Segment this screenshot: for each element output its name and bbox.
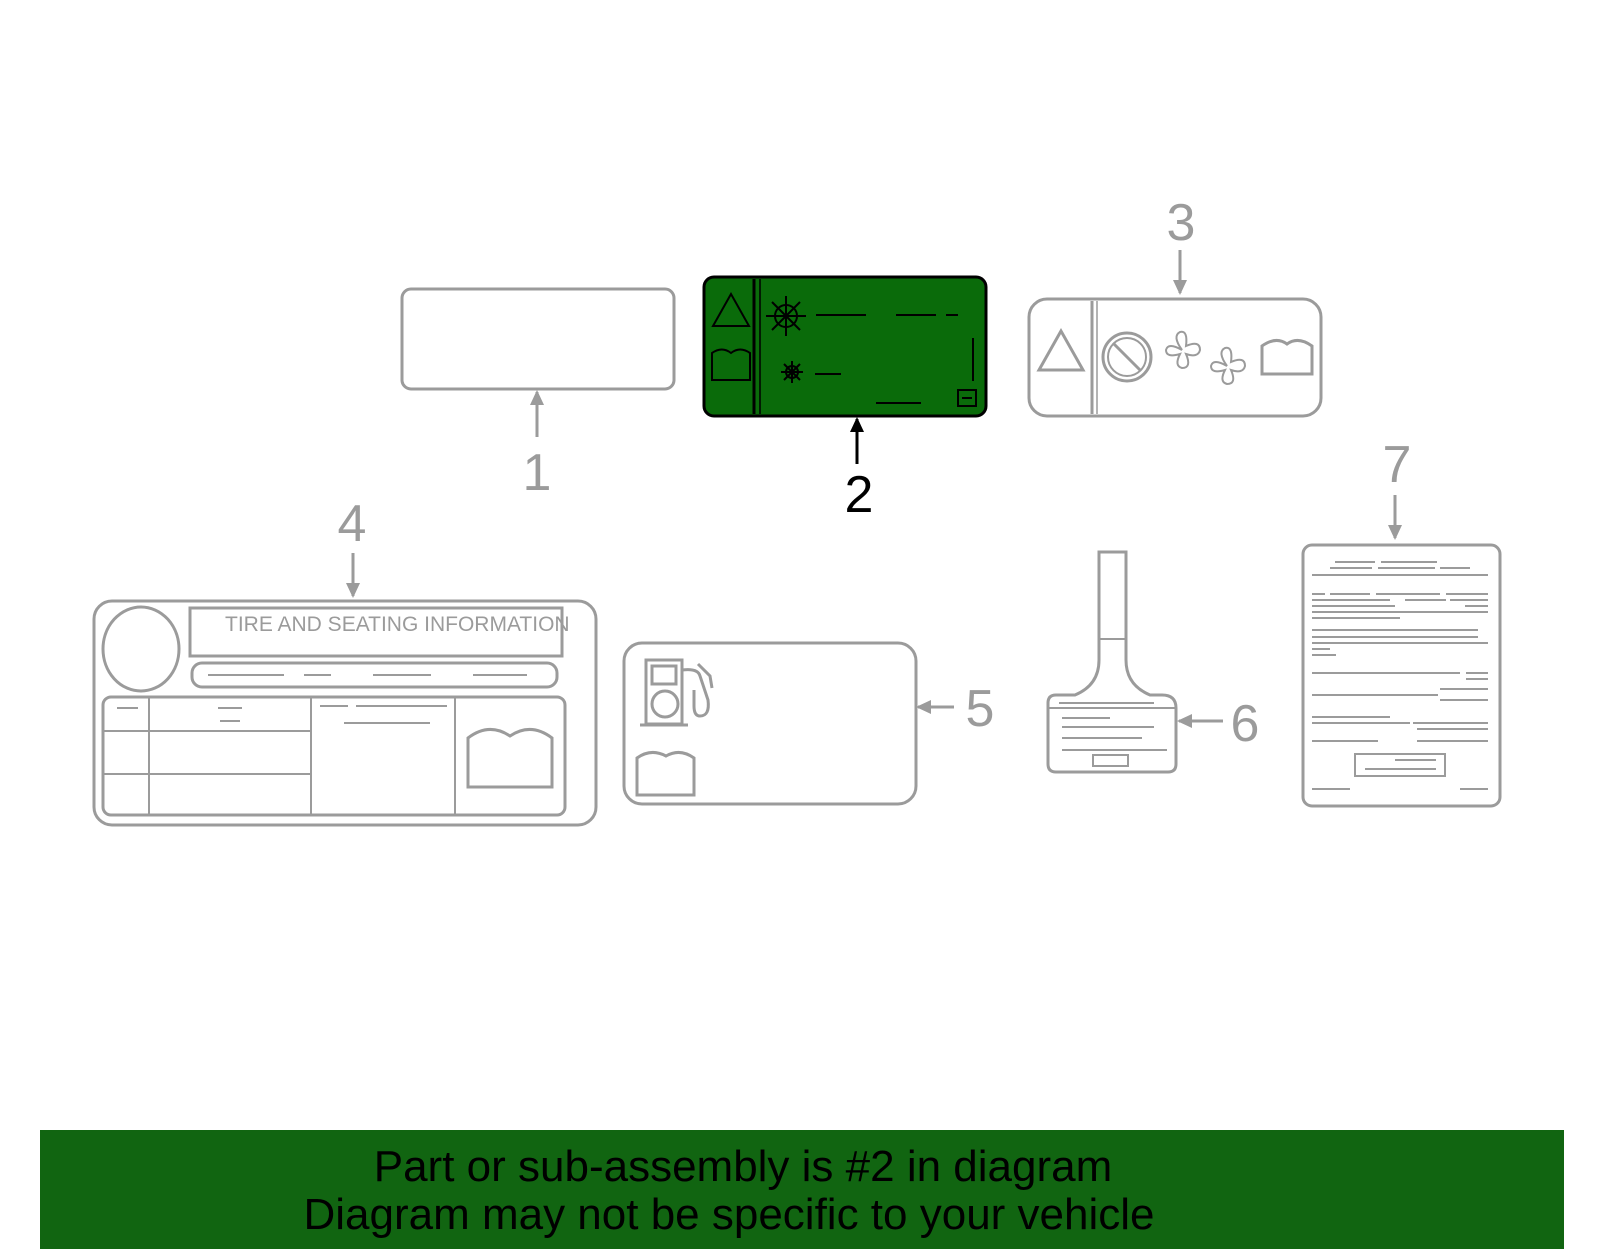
label-1[interactable] <box>400 287 676 437</box>
label-7[interactable] <box>1301 495 1502 808</box>
label-6[interactable] <box>1046 550 1223 774</box>
label-3[interactable] <box>1027 250 1323 418</box>
label-2[interactable] <box>702 275 988 418</box>
callout-5[interactable]: 5 <box>966 680 995 738</box>
callout-7[interactable]: 7 <box>1383 436 1412 494</box>
manual-book-icon <box>466 728 554 789</box>
fuel-pump-icon <box>640 658 714 727</box>
no-symbol-icon <box>1101 331 1153 383</box>
manual-book-icon <box>711 348 751 381</box>
label-5[interactable] <box>622 641 954 806</box>
sun-icon <box>781 361 803 383</box>
label-4[interactable] <box>92 553 598 827</box>
snowflake-icon <box>766 296 806 336</box>
arrow-2 <box>850 417 864 464</box>
callout-6[interactable]: 6 <box>1231 695 1260 753</box>
callout-1[interactable]: 1 <box>523 444 552 502</box>
warning-triangle-icon <box>711 291 751 327</box>
banner-line-1: Part or sub-assembly is #2 in diagram <box>374 1142 1113 1191</box>
manual-book-icon <box>1260 339 1314 376</box>
callout-4[interactable]: 4 <box>338 495 367 553</box>
callout-3[interactable]: 3 <box>1167 194 1196 252</box>
fan-icon <box>1209 346 1247 386</box>
label-4-title: TIRE AND SEATING INFORMATION <box>225 613 570 636</box>
fan-icon <box>1164 330 1202 370</box>
info-banner <box>40 1130 1564 1249</box>
callout-2[interactable]: 2 <box>845 466 874 524</box>
warning-triangle-icon <box>1036 327 1086 372</box>
banner-line-2: Diagram may not be specific to your vehi… <box>303 1190 1154 1239</box>
manual-book-icon <box>635 751 696 797</box>
